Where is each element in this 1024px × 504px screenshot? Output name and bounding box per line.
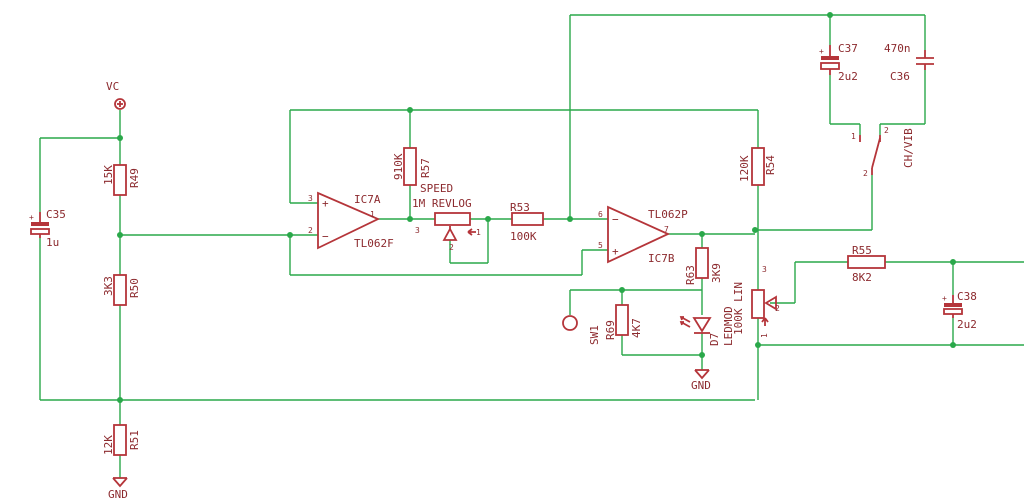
ic7a-pin3: 3 — [308, 194, 313, 203]
c36-value: 470n — [884, 42, 911, 55]
vc-label: VC — [106, 80, 119, 93]
c38-symbol: + — [942, 294, 963, 318]
r63-name: R63 — [684, 265, 697, 285]
lin-potentiometer — [751, 289, 777, 326]
pot-pin1: 1 — [476, 228, 481, 237]
ic7b-pin6: 6 — [598, 210, 603, 219]
svg-text:+: + — [322, 197, 329, 210]
gnd-led-symbol — [694, 369, 710, 380]
c37-value: 2u2 — [838, 70, 858, 83]
r50-body — [113, 274, 127, 306]
wires — [39, 14, 1024, 478]
c35-value: 1u — [46, 236, 59, 249]
chvib-name: CH/VIB — [902, 128, 915, 168]
r53-body — [511, 212, 544, 226]
ic7b-opamp: − + — [607, 205, 671, 264]
chvib-pin1: 1 — [851, 132, 856, 141]
pot-pin2: 2 — [449, 243, 454, 252]
ic7b-pin5: 5 — [598, 241, 603, 250]
svg-text:−: − — [612, 213, 619, 226]
lin-pin3: 3 — [762, 265, 767, 274]
svg-text:−: − — [322, 230, 329, 243]
r57-value: 910K — [392, 153, 405, 180]
r54-name: R54 — [764, 155, 777, 175]
svg-text:+: + — [612, 245, 619, 258]
r51-value: 12K — [102, 435, 115, 455]
c38-value: 2u2 — [957, 318, 977, 331]
r69-value: 4K7 — [630, 318, 643, 338]
r49-body — [113, 164, 127, 196]
vc-supply-symbol — [114, 98, 126, 110]
speed-value: 1M REVLOG — [412, 197, 472, 210]
r57-name: R57 — [419, 158, 432, 178]
r53-value: 100K — [510, 230, 537, 243]
ic7a-pin1: 1 — [370, 210, 375, 219]
c38-name: C38 — [957, 290, 977, 303]
c36-name: C36 — [890, 70, 910, 83]
lin-value: 100K LIN — [732, 282, 745, 335]
r49-value: 15K — [102, 165, 115, 185]
c37-symbol: + — [819, 45, 840, 75]
gnd-left-symbol — [112, 477, 128, 488]
c35-name: C35 — [46, 208, 66, 221]
r57-body — [403, 147, 417, 186]
c37-name: C37 — [838, 42, 858, 55]
chvib-pin2: 2 — [884, 126, 889, 135]
gnd-led-label: GND — [691, 379, 711, 392]
svg-text:+: + — [29, 213, 34, 222]
ic7a-value: TL062F — [354, 237, 394, 250]
gnd-left-label: GND — [108, 488, 128, 501]
r63-value: 3K9 — [710, 263, 723, 283]
ic7b-pin7: 7 — [664, 225, 669, 234]
r54-value: 120K — [738, 155, 751, 182]
r69-name: R69 — [604, 320, 617, 340]
r49-name: R49 — [128, 168, 141, 188]
ic7b-value: TL062P — [648, 208, 688, 221]
ic7b-name: IC7B — [648, 252, 675, 265]
c36-symbol — [916, 50, 934, 70]
ic7a-name: IC7A — [354, 193, 381, 206]
d7-value: LEDMOD — [722, 306, 735, 346]
r51-body — [113, 424, 127, 456]
svg-text:+: + — [819, 47, 824, 56]
speed-name: SPEED — [420, 182, 453, 195]
ic7a-pin2: 2 — [308, 226, 313, 235]
d7-name: D7 — [708, 333, 721, 346]
pot-pin3: 3 — [415, 226, 420, 235]
r54-body — [751, 147, 765, 186]
junctions — [117, 12, 956, 403]
chvib-switch — [859, 135, 881, 175]
sw1-contact — [562, 315, 578, 331]
svg-text:+: + — [942, 294, 947, 303]
lin-pin1: 1 — [760, 333, 769, 338]
r50-name: R50 — [128, 278, 141, 298]
sw1-name: SW1 — [588, 325, 601, 345]
lin-pin2: 2 — [775, 304, 780, 313]
r69-body — [615, 304, 629, 336]
r53-name: R53 — [510, 201, 530, 214]
chvib-pin3: 2 — [863, 169, 868, 178]
r51-name: R51 — [128, 430, 141, 450]
r55-body — [847, 255, 886, 269]
c35-symbol: + — [29, 212, 50, 238]
ic7a-opamp: + − — [317, 191, 381, 250]
r55-value: 8K2 — [852, 271, 872, 284]
speed-potentiometer — [434, 212, 476, 241]
d7-led — [679, 316, 712, 334]
r63-body — [695, 247, 709, 279]
r50-value: 3K3 — [102, 276, 115, 296]
r55-name: R55 — [852, 244, 872, 257]
